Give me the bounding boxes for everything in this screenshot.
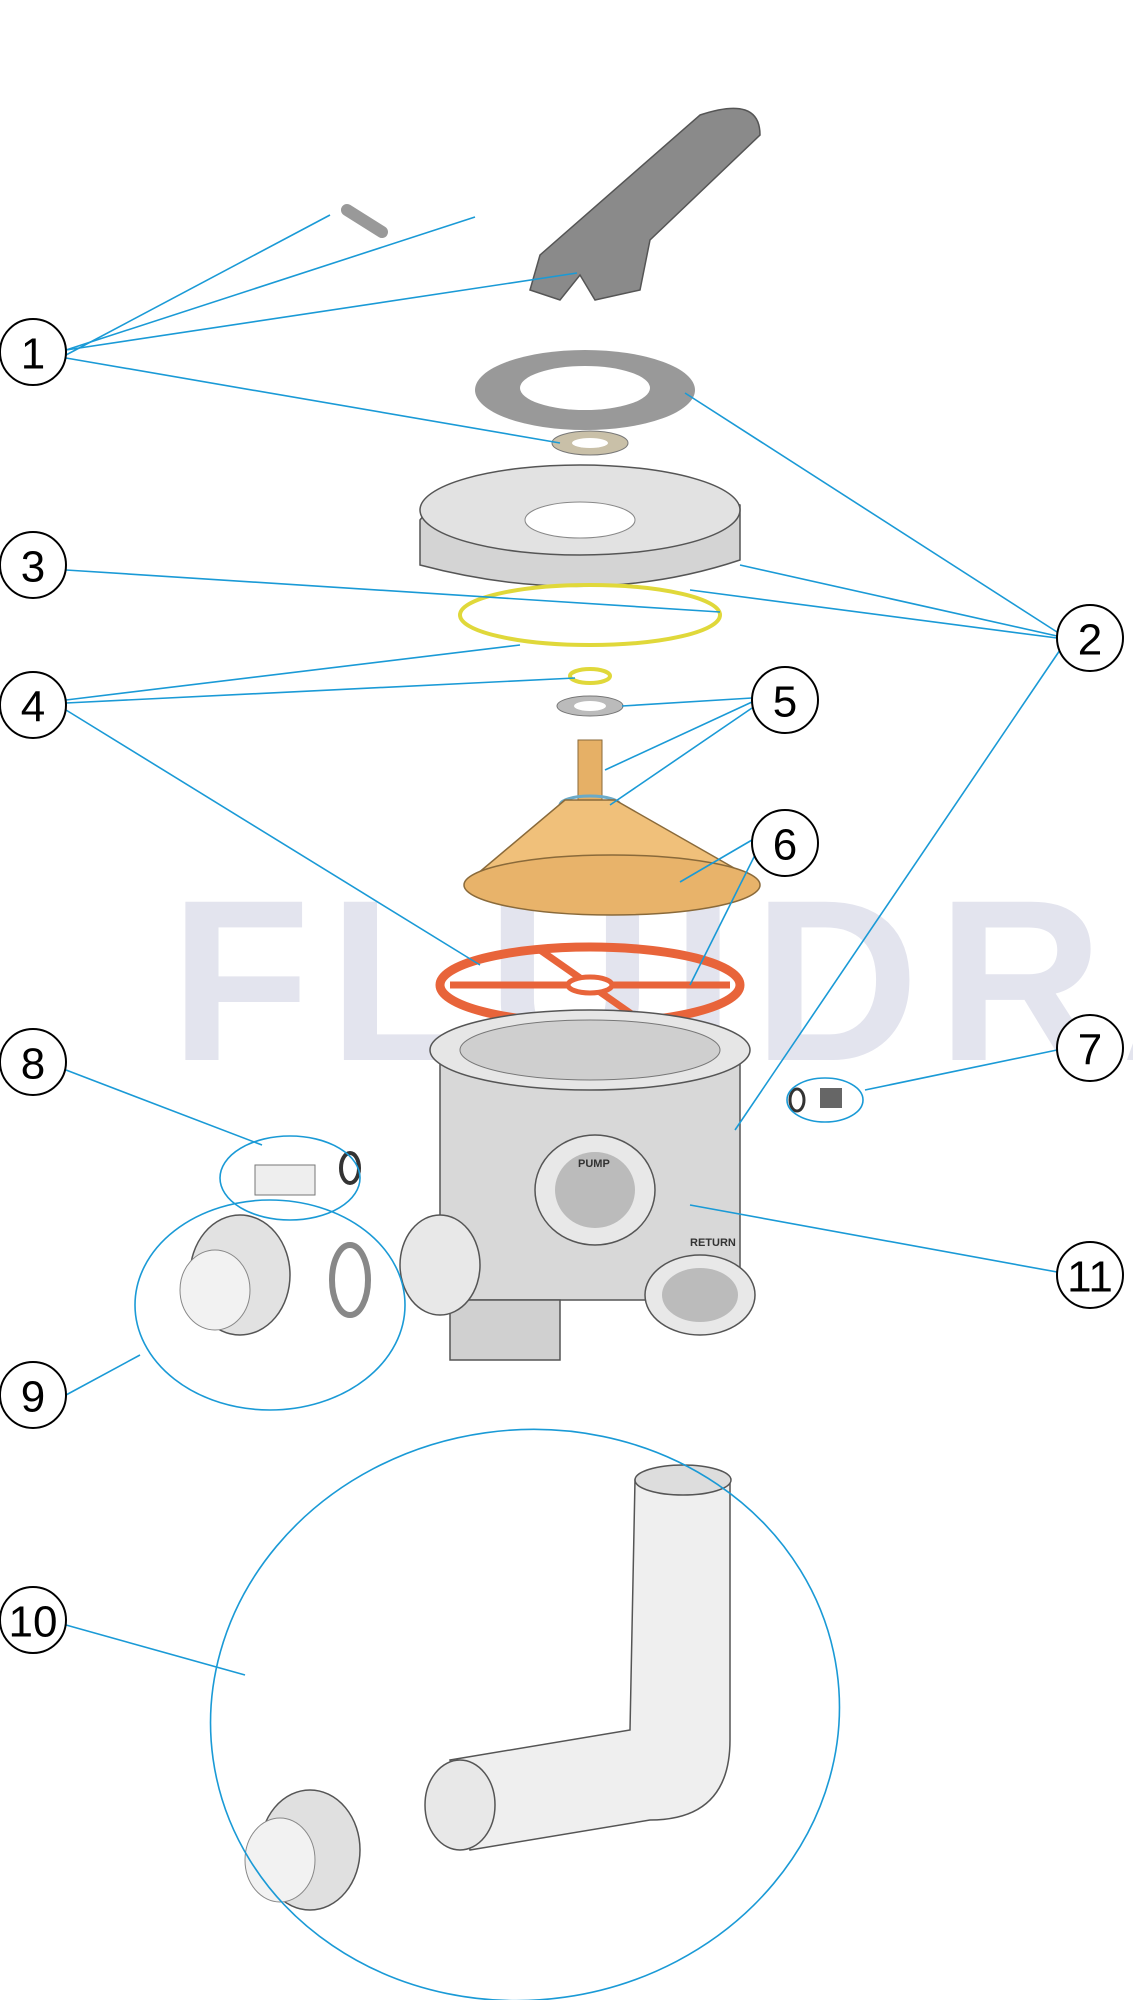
return-port-label: RETURN — [690, 1237, 736, 1249]
svg-text:7: 7 — [1078, 1026, 1102, 1075]
leader-lines — [65, 214, 1061, 2000]
callout-11: 11 — [1056, 1241, 1124, 1309]
callout-2: 2 — [1056, 604, 1124, 672]
callout-10: 10 — [0, 1586, 67, 1654]
svg-text:1: 1 — [21, 330, 45, 379]
svg-text:11: 11 — [1067, 1253, 1113, 1302]
flat-gasket-large — [475, 350, 695, 430]
callout-5: 5 — [751, 666, 819, 734]
cover-part — [419, 464, 741, 588]
small-washer — [551, 430, 629, 456]
callout-6: 6 — [751, 809, 819, 877]
pin-part — [341, 204, 388, 238]
svg-text:2: 2 — [1078, 616, 1102, 665]
plug-part — [254, 1151, 361, 1196]
valve-body: PUMP RETURN — [399, 1009, 756, 1361]
svg-text:8: 8 — [21, 1040, 45, 1089]
diffuser-part — [463, 739, 761, 916]
small-oring — [568, 667, 612, 685]
svg-text:4: 4 — [21, 683, 45, 732]
svg-text:3: 3 — [21, 543, 45, 592]
pump-port-label: PUMP — [578, 1158, 610, 1170]
union-part — [179, 1214, 371, 1336]
callout-4: 4 — [0, 671, 67, 739]
callout-8: 8 — [0, 1028, 67, 1096]
svg-text:6: 6 — [773, 821, 797, 870]
callout-3: 3 — [0, 531, 67, 599]
spider-gasket — [435, 942, 745, 1028]
cover-oring — [458, 583, 722, 647]
callout-1: 1 — [0, 318, 67, 386]
washer-5 — [556, 695, 624, 717]
bypass-pipe-part — [244, 1464, 732, 1911]
handle-part — [529, 107, 761, 301]
callout-7: 7 — [1056, 1014, 1124, 1082]
drain-plug-part — [788, 1087, 842, 1113]
svg-text:5: 5 — [773, 678, 797, 727]
callout-9: 9 — [0, 1361, 67, 1429]
svg-text:9: 9 — [21, 1373, 45, 1422]
svg-text:10: 10 — [9, 1598, 58, 1647]
